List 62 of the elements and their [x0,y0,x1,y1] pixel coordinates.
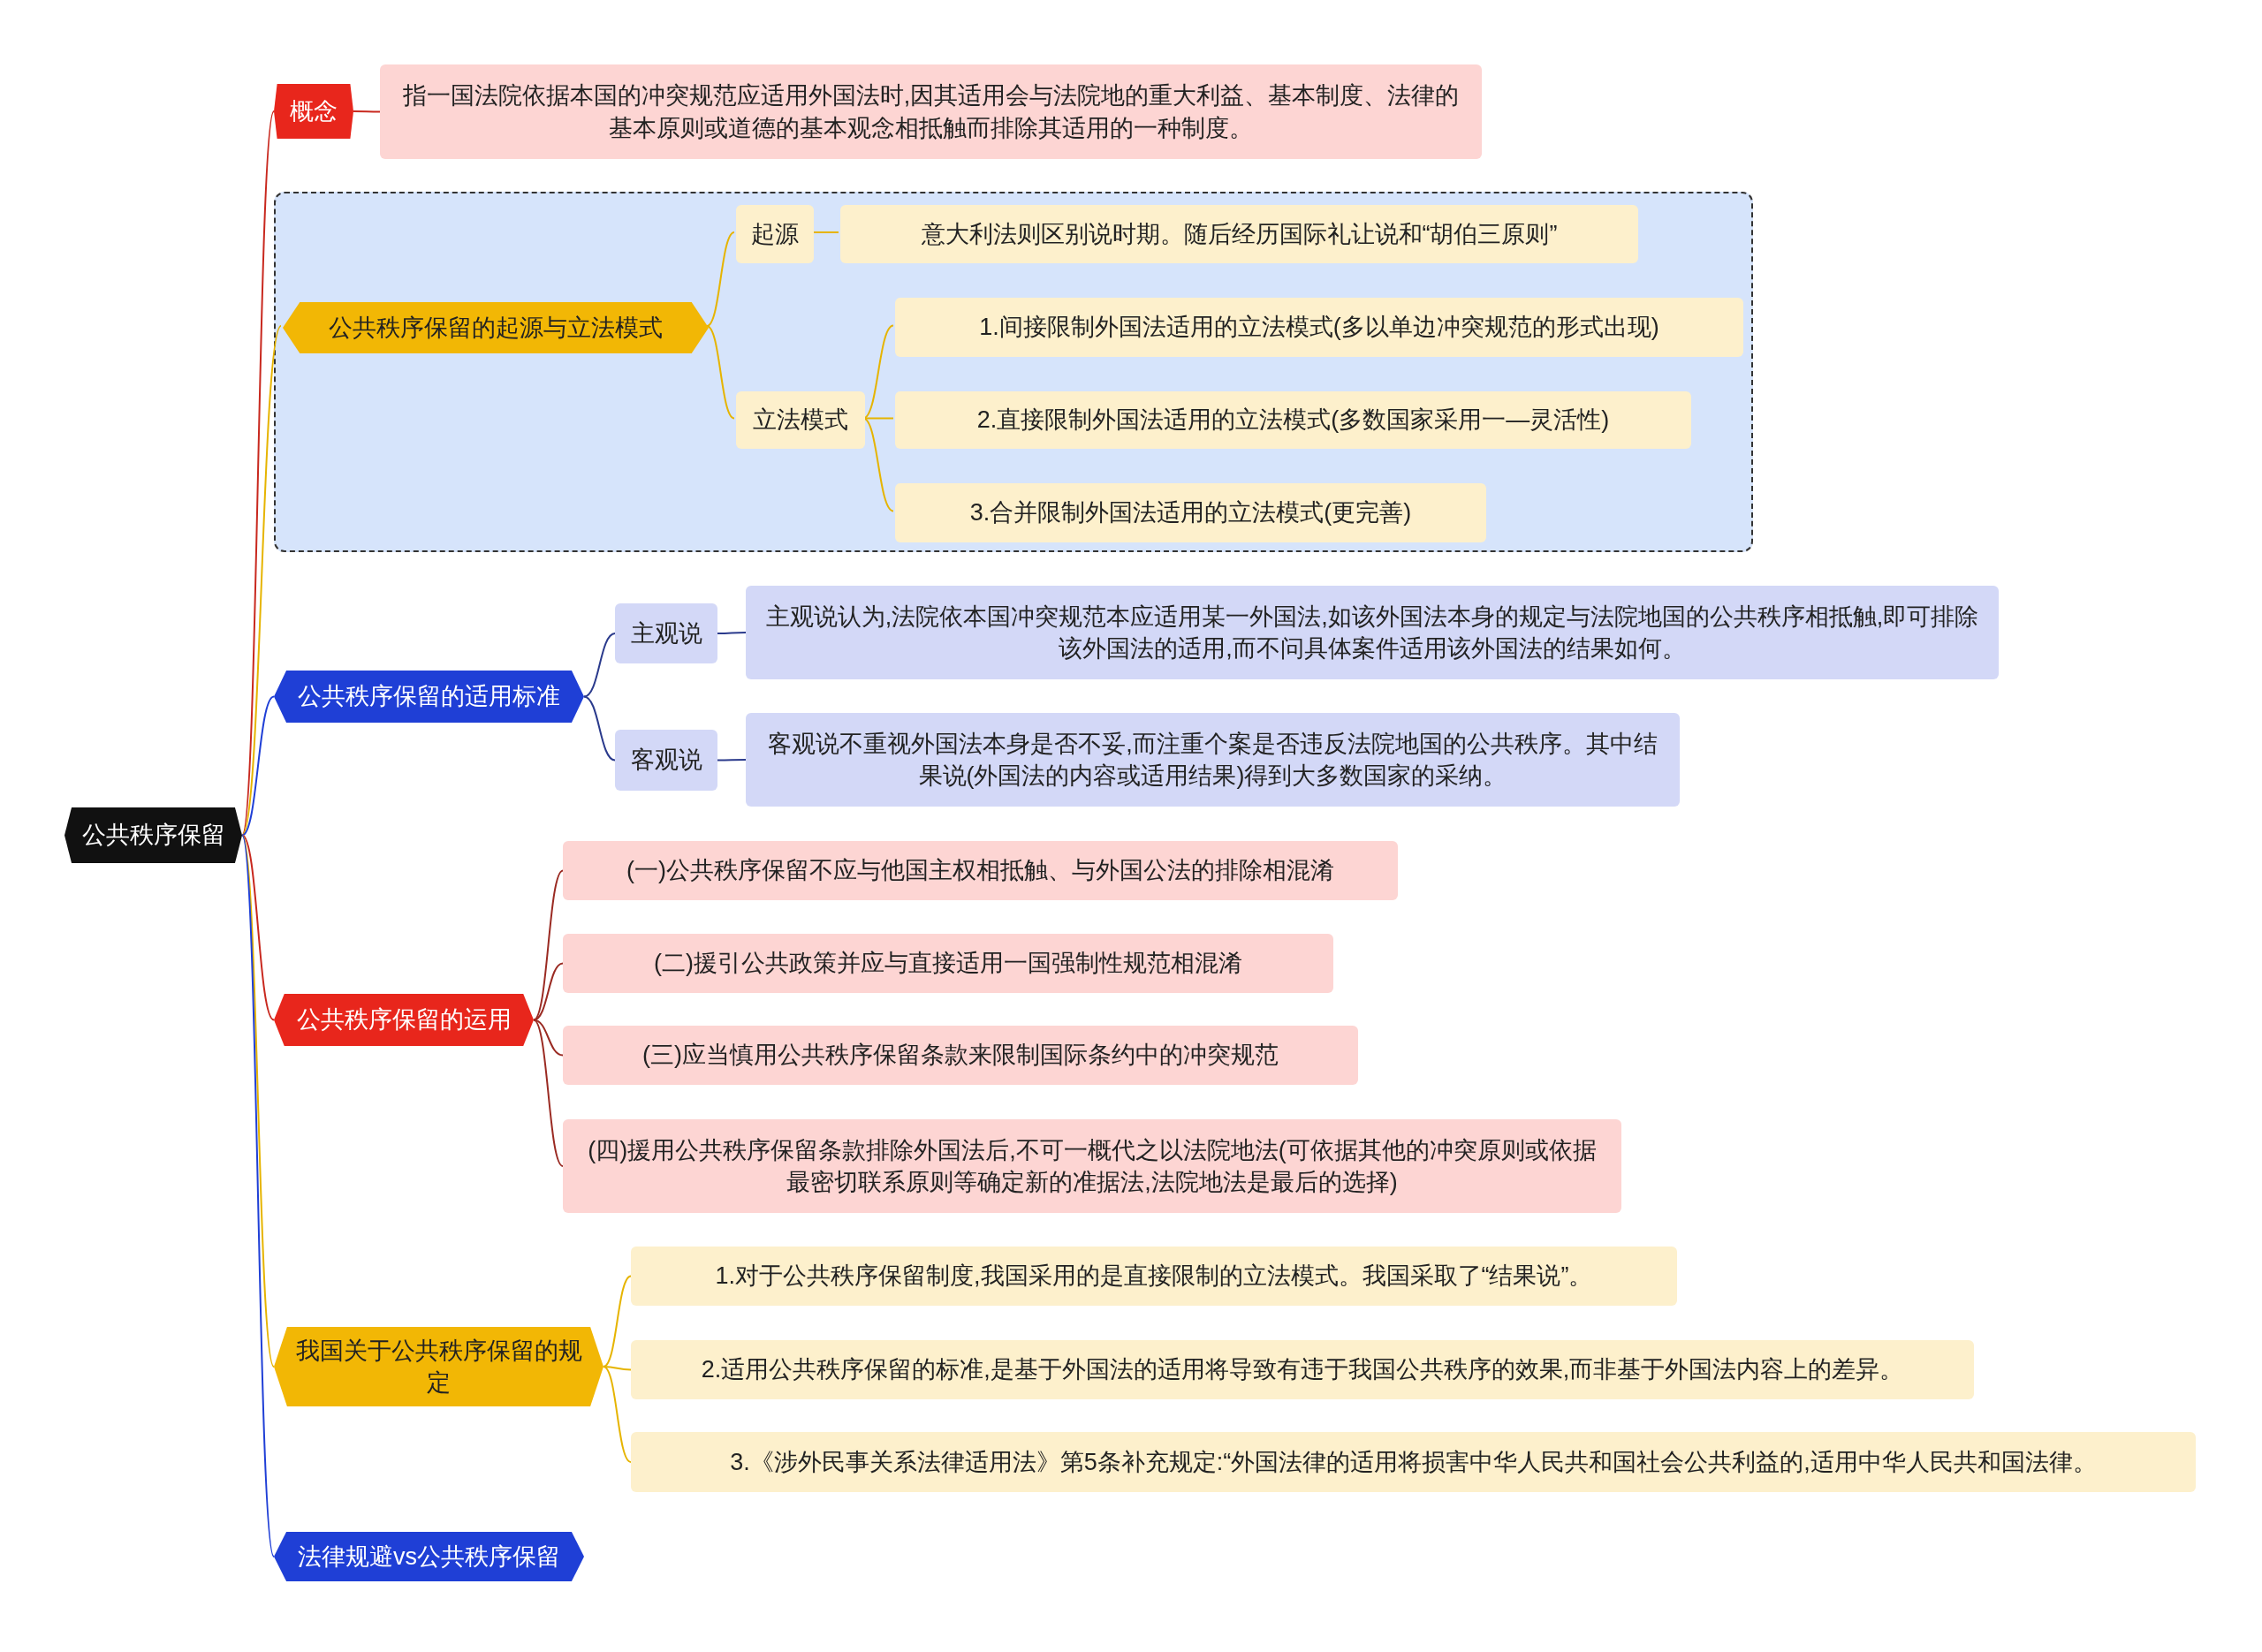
node-text: 2.适用公共秩序保留的标准,是基于外国法的适用将导致有违于我国公共秩序的效果,而非基于外国法内容上的差异。 [701,1355,1904,1385]
subtopic [615,603,717,663]
node-text: 法律规避vs公共秩序保留 [298,1542,560,1572]
connector-line [241,325,282,837]
subtopic [736,205,814,263]
connector-line [583,695,616,762]
node-text: 3.合并限制外国法适用的立法模式(更完善) [969,498,1412,528]
node-text: 3.《涉外民事关系法律适用法》第5条补充规定:“外国法律的适用将损害中华人民共和国社会公共利益的,适用中华人民共和国法律。 [730,1447,2097,1477]
connector-line [717,632,747,634]
connector-line [241,695,275,837]
detail-note [631,1432,2196,1492]
node-text: 1.间接限制外国法适用的立法模式(多以单边冲突规范的形式出现) [979,313,1659,343]
connector-line [717,759,747,762]
node-text: 我国关于公共秩序保留的规定 [294,1336,583,1398]
node-text: (三)应当慎用公共秩序保留条款来限制国际条约中的冲突规范 [642,1041,1279,1071]
detail-note [563,1119,1621,1213]
detail-note [895,391,1691,449]
detail-note [631,1340,1974,1399]
subtopic [615,730,717,791]
node-text: 公共秩序保留 [81,821,225,851]
node-text: (二)援引公共政策并应与直接适用一国强制性规范相混淆 [654,949,1242,979]
subtopic [736,391,865,449]
node-text: (一)公共秩序保留不应与他国主权相抵触、与外国公法的排除相混淆 [626,856,1334,886]
branch-topic [274,84,353,139]
connector-line [583,633,616,698]
connector-line [533,1019,564,1167]
node-text: 立法模式 [753,405,848,436]
detail-note [746,713,1680,807]
detail-note [563,841,1398,900]
connector-line [241,834,275,1021]
detail-note [895,483,1486,542]
node-text: 起源 [751,219,799,249]
node-text: (四)援用公共秩序保留条款排除外国法后,不可一概代之以法院地法(可依据其他的冲突原则或依据最密切联系原则等确定新的准据法,法院地法是最后的选择) [587,1135,1598,1197]
connector-line [603,1275,632,1368]
connector-line [706,325,735,420]
connector-line [533,869,564,1021]
detail-note [840,205,1638,263]
node-text: 主观说认为,法院依本国冲突规范本应适用某一外国法,如该外国法本身的规定与法院地国的公共秩序相抵触,即可排除该外国法的适用,而不问具体案件适用该外国法的结果如何。 [764,602,1980,663]
node-text: 主观说 [630,618,702,648]
node-text: 客观说 [630,746,702,776]
root-topic [65,807,242,863]
detail-note [895,298,1743,357]
detail-note [631,1247,1677,1306]
detail-note [563,1026,1358,1085]
node-text: 客观说不重视外国法本身是否不妥,而注重个案是否违反法院地国的公共秩序。其中结果说(外国法的内容或适用结果)得到大多数国家的采纳。 [767,729,1659,791]
connector-line [706,231,735,327]
definition-note [380,64,1482,159]
branch-topic [274,1532,584,1581]
connector-line [353,110,381,113]
node-text: 公共秩序保留的运用 [296,1005,512,1035]
node-text: 指一国法院依据本国的冲突规范应适用外国法时,因其适用会与法院地的重大利益、基本制度、法律的基本原则或道德的基本观念相抵触而排除其适用的一种制度。 [401,81,1461,143]
node-text: 公共秩序保留的起源与立法模式 [329,313,663,343]
connector-line [603,1366,632,1463]
connector-line [241,834,275,1557]
node-text: 2.直接限制外国法适用的立法模式(多数国家采用一—灵活性) [976,405,1610,436]
detail-note [746,586,1999,679]
node-text: 公共秩序保留的适用标准 [298,682,560,712]
group-boundary [274,192,1753,552]
detail-note [563,934,1333,993]
node-text: 概念 [290,96,338,126]
node-text: 1.对于公共秩序保留制度,我国采用的是直接限制的立法模式。我国采取了“结果说”。 [715,1262,1593,1292]
node-text: 意大利法则区别说时期。随后经历国际礼让说和“胡伯三原则” [921,219,1558,249]
